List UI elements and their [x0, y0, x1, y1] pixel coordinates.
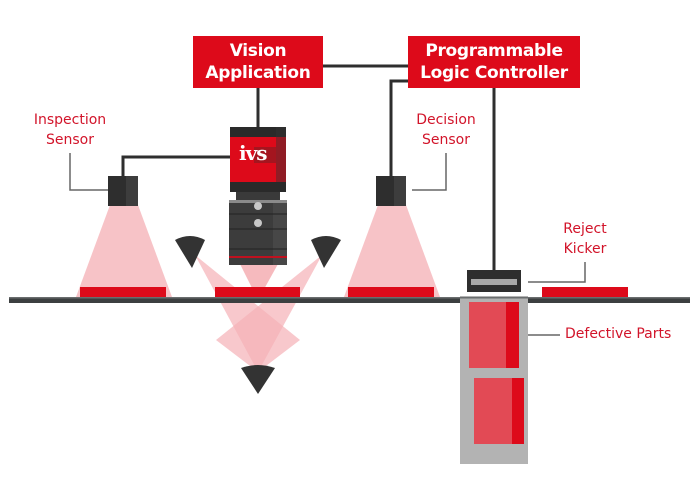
defective-parts-label: Defective Parts	[565, 326, 672, 342]
inspection-label-line-2: Sensor	[46, 132, 94, 148]
conveyor-belt	[9, 297, 460, 303]
plc-line-1: Programmable	[425, 41, 563, 61]
logo-backing	[254, 147, 276, 163]
defective-part-1-side	[506, 302, 519, 368]
inspection-label-line-1: Inspection	[33, 112, 107, 128]
inspection-beam	[76, 205, 172, 297]
plc-line-2: Logic Controller	[420, 63, 568, 83]
vision-application-line-1: Vision	[229, 41, 287, 61]
vision-application-box: Vision Application	[193, 36, 323, 88]
lens-ring	[229, 200, 287, 203]
decision-beam	[344, 205, 440, 297]
conveyor-belt-end	[528, 297, 690, 303]
inspection-sensor-link	[121, 155, 232, 176]
belt-highlight	[9, 297, 690, 299]
decision-leader	[412, 153, 447, 191]
camera-button-2	[254, 219, 262, 227]
kicker-leader	[528, 262, 586, 283]
inspection-sensor-side	[126, 176, 138, 206]
connection-lines	[121, 64, 496, 270]
inspection-leader	[69, 153, 108, 191]
camera-view	[240, 264, 278, 300]
vision-camera	[229, 127, 287, 265]
kicker-label-line-2: Kicker	[563, 241, 607, 257]
decision-sensor-link	[389, 79, 410, 176]
decision-label-line-1: Decision	[416, 112, 476, 128]
lens-red-band	[229, 256, 287, 258]
plc-box: Programmable Logic Controller	[408, 36, 580, 88]
part-1	[80, 287, 166, 297]
left-light	[175, 236, 205, 268]
camera-shade	[276, 127, 286, 182]
decision-label-line-2: Sensor	[422, 132, 470, 148]
part-3	[348, 287, 434, 297]
leader-lines	[69, 153, 586, 336]
right-light	[311, 236, 341, 268]
reject-kicker-label: Reject Kicker	[552, 219, 618, 259]
kicker-slot	[471, 279, 517, 285]
decision-sensor-side	[394, 176, 406, 206]
lens-shade	[273, 203, 287, 265]
decision-sensor-label: Decision Sensor	[405, 110, 487, 150]
part-4	[542, 287, 628, 297]
defective-part-2-side	[512, 378, 524, 444]
camera-logo: ivs	[239, 141, 268, 165]
right-light-beam	[216, 255, 322, 372]
camera-button-1	[254, 202, 262, 210]
camera-top	[230, 127, 286, 137]
vision-application-line-2: Application	[205, 63, 311, 83]
camera-neck-top	[230, 182, 286, 192]
kicker-label-line-1: Reject	[563, 221, 607, 237]
camera-neck	[236, 192, 280, 200]
inspection-sensor-label: Inspection Sensor	[25, 110, 115, 150]
bottom-light	[241, 365, 275, 394]
part-2	[215, 287, 300, 297]
